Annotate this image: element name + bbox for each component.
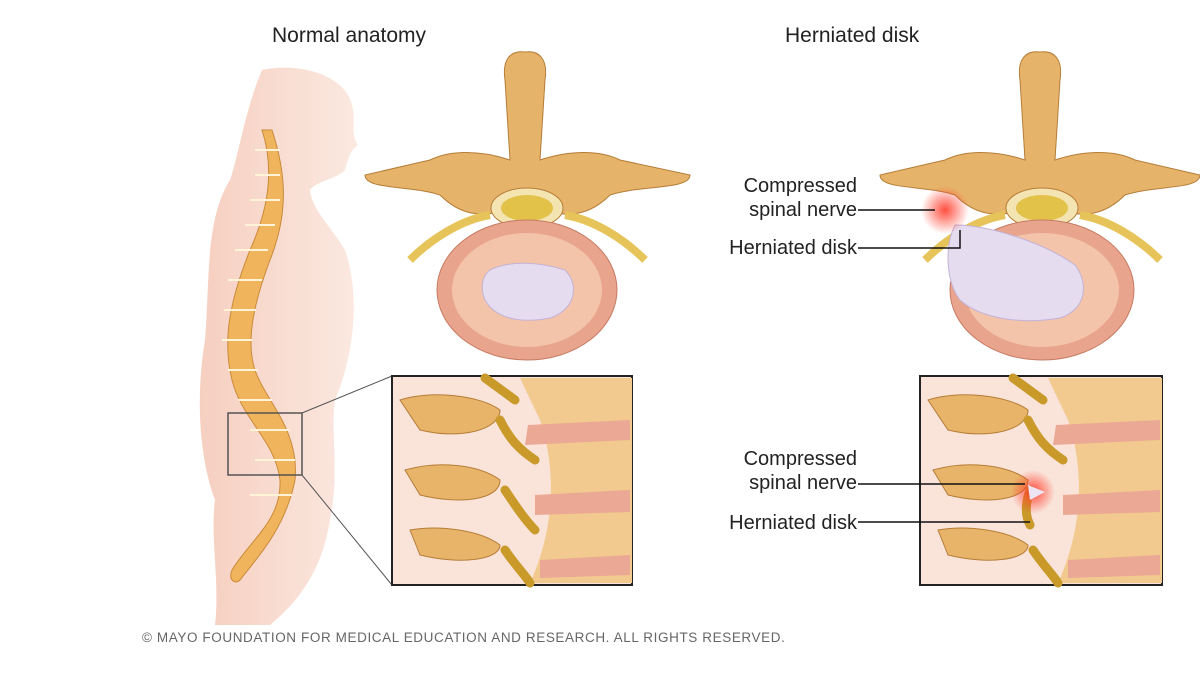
spine-highlight-box: [227, 412, 303, 476]
body-silhouette: [199, 67, 358, 626]
herniated-disk-title: Herniated disk: [785, 24, 920, 47]
copyright-notice: © MAYO FOUNDATION FOR MEDICAL EDUCATION …: [142, 630, 786, 645]
label-herniated-disk-top: Herniated disk: [729, 237, 857, 259]
label-compressed-spinal-nerve-top: Compressed spinal nerve: [743, 175, 857, 221]
herniated-vertebra-top-view: [879, 51, 1200, 361]
spine-column: [227, 129, 296, 583]
normal-anatomy-title: Normal anatomy: [272, 24, 427, 47]
inflammation-marker: [921, 186, 969, 234]
normal-side-view-box: [391, 373, 633, 588]
leader-lines: [858, 209, 1030, 523]
spine-vertebrae: [222, 149, 295, 496]
label-herniated-disk-bottom: Herniated disk: [729, 512, 857, 534]
normal-vertebra-top-view: [364, 51, 691, 361]
herniated-side-view-box: [919, 373, 1163, 588]
label-compressed-spinal-nerve-bottom: Compressed spinal nerve: [743, 448, 857, 494]
